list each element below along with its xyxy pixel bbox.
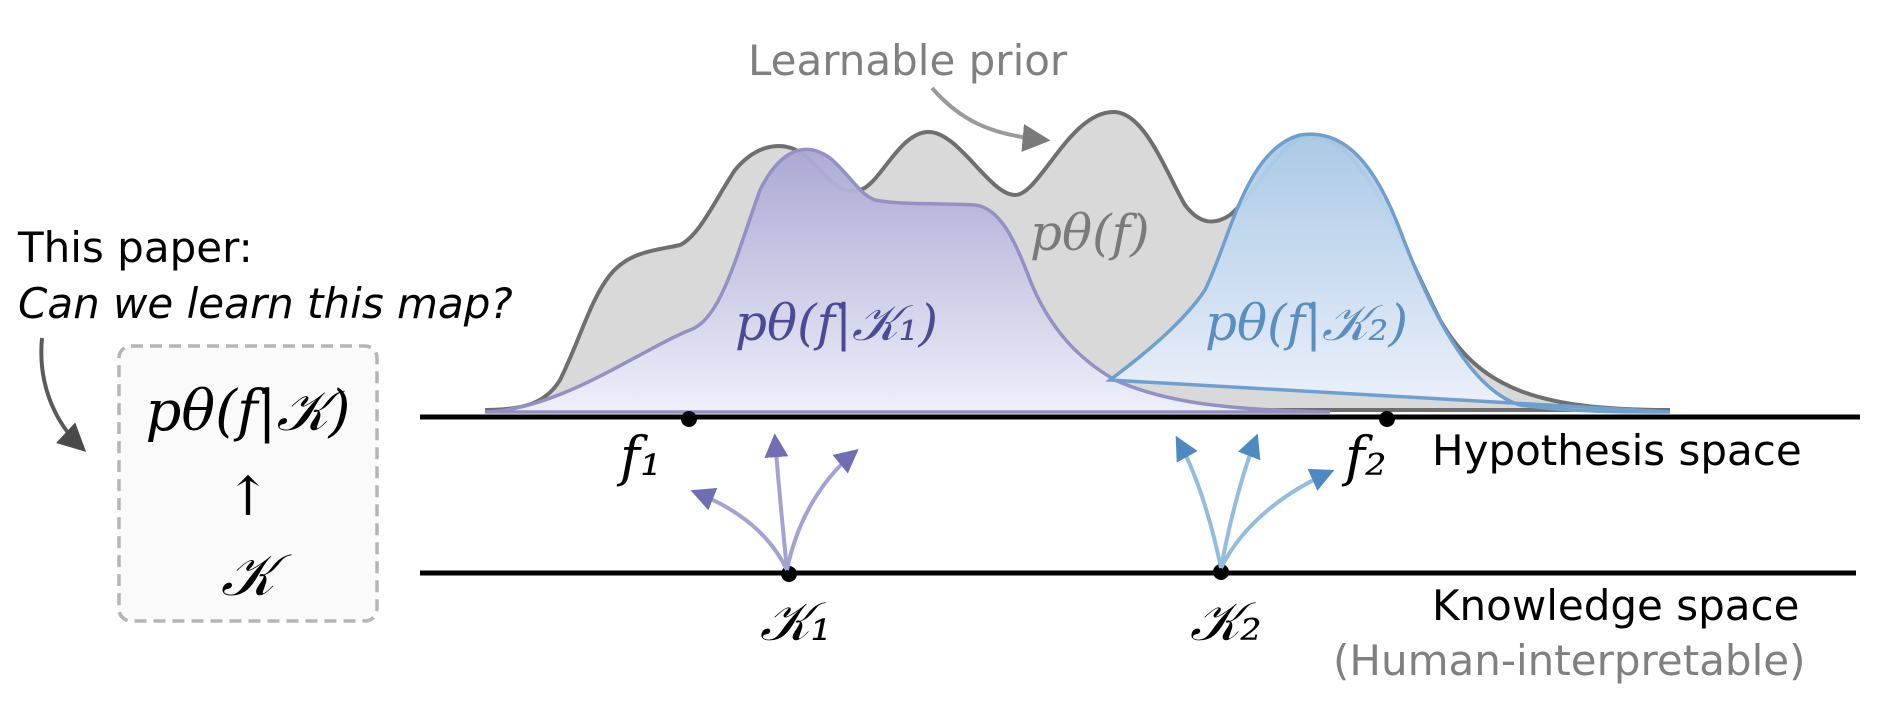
map-box-arrow: ↑ bbox=[225, 465, 270, 528]
k1-label: 𝒦₁ bbox=[760, 590, 832, 653]
this-paper-arrow bbox=[39, 337, 87, 452]
map-box-formula: pθ(f|𝒦) bbox=[146, 379, 351, 444]
learnable-prior-label: Learnable prior bbox=[748, 36, 1068, 85]
intro-line-1: This paper: bbox=[17, 223, 253, 272]
prior-label: pθ(f) bbox=[1030, 204, 1150, 262]
hypothesis-space-label: Hypothesis space bbox=[1432, 426, 1802, 475]
point-k2 bbox=[1213, 564, 1229, 580]
point-f2 bbox=[1379, 411, 1395, 427]
k2-arrow-fan bbox=[1175, 433, 1335, 569]
knowledge-space-note: (Human-interpretable) bbox=[1333, 636, 1805, 685]
f1-label: f₁ bbox=[616, 425, 662, 488]
knowledge-space-label: Knowledge space bbox=[1432, 581, 1799, 630]
intro-line-2: Can we learn this map? bbox=[18, 279, 513, 328]
f2-label: f₂ bbox=[1341, 425, 1387, 488]
k1-arrow-fan bbox=[690, 433, 859, 571]
k2-label: 𝒦₂ bbox=[1190, 590, 1262, 653]
map-box bbox=[117, 344, 379, 623]
point-f1 bbox=[681, 411, 697, 427]
conditional-distribution-2-curve bbox=[1105, 132, 1671, 414]
learnable-prior-arrow bbox=[930, 86, 1051, 152]
conditional-2-label: pθ(f|𝒦₂) bbox=[1205, 294, 1408, 352]
conditional-1-label: pθ(f|𝒦₁) bbox=[735, 294, 938, 352]
